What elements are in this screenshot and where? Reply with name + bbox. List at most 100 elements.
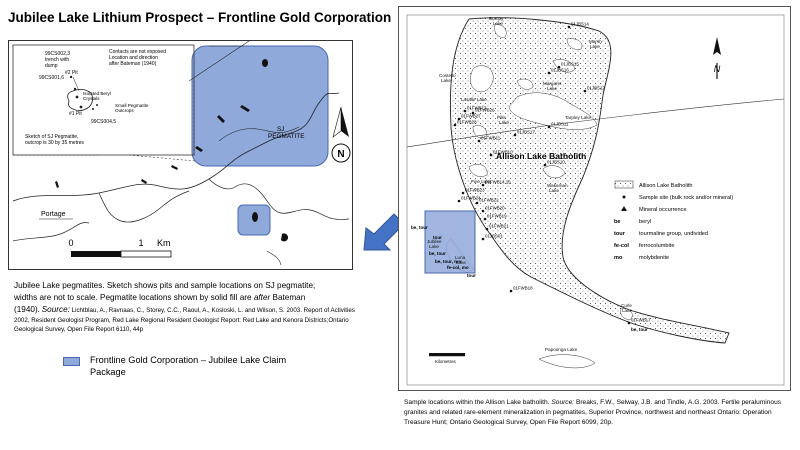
sketch-map-panel: 99CS002,3 trench with dump 99CS001,6 #2 … [8,40,353,270]
svg-text:N: N [714,64,721,74]
batholith-label: Allison Lake Batholith [496,151,586,161]
sample-site-dot [475,201,479,205]
inset-label-small: Small Pegmatite [115,103,149,108]
sample-site-label: 01FWB27 [461,114,481,119]
sample-sites: 01JBS1401JBS1501JBS1601JBS1201FWB2601FWB… [411,22,651,333]
svg-text:Outcrops: Outcrops [115,108,134,113]
svg-text:Allison Lake Batholith: Allison Lake Batholith [639,183,693,189]
sample-site-label: 01FWB20 [485,206,505,211]
north-arrow-icon: N [331,106,351,163]
sample-site-label: 01FWB13 [467,106,487,111]
svg-text:Lake: Lake [456,260,466,265]
sample-site-dot [463,109,467,113]
svg-text:Lake: Lake [429,244,439,249]
north-label: N [337,149,344,160]
svg-text:Location and direction: Location and direction [109,55,158,61]
regional-map-caption: Sample locations within the Allison Lake… [404,399,782,426]
sample-site-label: 01JBS10 [547,160,565,165]
claim-package-legend: Frontline Gold Corporation – Jubilee Lak… [63,355,320,379]
sample-site-dot [489,153,493,157]
svg-text:Tarpley Lake: Tarpley Lake [565,115,591,120]
svg-text:Kilometres: Kilometres [435,359,457,364]
svg-text:dump: dump [45,63,58,69]
sample-site-label: 01JBS14 [571,22,589,27]
portage-label: Portage [41,211,66,218]
sample-site-dot [513,133,517,137]
svg-text:Marsh: Marsh [589,39,602,44]
sample-site-dot [483,217,487,221]
svg-text:tourmaline group, undivided: tourmaline group, undivided [639,231,708,237]
north-arrow-icon: N [713,37,721,79]
claim-package-legend-label: Frontline Gold Corporation – Jubilee Lak… [90,355,287,377]
inset-label-s1: 99CS001,6 [39,75,64,81]
left-caption-line1: Jubilee Lake pegmatites. Sketch shows pi… [14,281,316,290]
sample-site-label: 01FWB10 [493,150,513,155]
svg-text:beryl: beryl [639,219,651,225]
sample-site-label: 01FWB22 [479,198,499,203]
svg-text:outcrop is 30 by 35 metres: outcrop is 30 by 35 metres [25,140,84,146]
sample-site-dot [543,163,547,167]
mineral-occurrence-label: tour [467,273,476,278]
sample-site-label: 01FWB24 [461,196,481,201]
sample-site-dot [457,117,461,121]
sample-site-dot [481,183,485,187]
slide-title: Jubilee Lake Lithium Prospect – Frontlin… [8,10,392,25]
svg-text:Mineral occurrence: Mineral occurrence [639,207,687,213]
mineral-occurrence-label: be, tour, mo [435,259,461,264]
inset-label-dump: 99CS002,3 [45,51,70,57]
pegmatite-outline [67,89,93,111]
sketch-map-svg: 99CS002,3 trench with dump 99CS001,6 #2 … [12,41,351,266]
svg-text:Lasalle Lake: Lasalle Lake [461,97,487,102]
svg-text:Lake: Lake [549,188,559,193]
sample-site-label: 01FWB21 [489,224,509,229]
svg-text:Lake: Lake [622,308,632,313]
scale-one: 1 [138,238,143,248]
svg-text:tour: tour [614,231,626,237]
inset-label-sketch: Sketch of SJ Pegmatite, [25,134,78,140]
svg-text:Lake: Lake [493,21,503,26]
regional-map-svg: N Allison Lake Batholith Bumpy Lake Mars… [406,14,785,386]
claim-package-overlay [424,210,476,274]
svg-text:Bumpy: Bumpy [489,16,504,21]
svg-text:be: be [614,219,621,225]
mineral-occurrence-label: tour [433,235,442,240]
svg-text:trench with: trench with [45,57,69,63]
mineral-occurrence-label: be, tour [631,327,648,332]
regional-map-panel: N Allison Lake Batholith Bumpy Lake Mars… [398,6,791,391]
regional-map-legend: Allison Lake Batholith Sample site (bulk… [614,180,733,261]
svg-text:Papoonga Lake: Papoonga Lake [545,347,578,352]
svg-text:mo: mo [614,255,623,261]
inset-label-contacts: Contacts are not exposed [109,49,166,55]
left-caption-source: (1940). Source: Lichtblau, A., Ravnaas, … [14,304,355,334]
sample-site-dot [471,111,475,115]
sample-site-label: 01FWB19 [487,214,507,219]
sample-site-dot [461,191,465,195]
left-caption-line2: widths are not to scale. Pegmatite locat… [14,292,306,302]
inset-frame [12,44,195,156]
svg-text:Luna: Luna [455,255,466,260]
sample-site-label: 01FWB17 [631,318,651,323]
sample-site-label: 01FWB18 [513,286,533,291]
sample-site-label: 01JBS17 [517,130,535,135]
svg-text:Margaret: Margaret [543,81,562,86]
claim-package-swatch [63,357,80,366]
svg-text:Lake: Lake [590,44,600,49]
sample-site-dot [567,25,571,29]
svg-text:Fine Lake: Fine Lake [471,179,492,184]
svg-text:Sample site (bulk rock and/or: Sample site (bulk rock and/or mineral) [639,195,733,201]
sample-site-dot [485,227,489,231]
sample-site-label: 01JBS12 [587,86,605,91]
inset-label-pit2: #2 Pit [65,70,78,76]
svg-text:Costello: Costello [439,73,456,78]
svg-text:Wakeman: Wakeman [547,183,568,188]
svg-text:Lake: Lake [499,120,509,125]
svg-text:Jubilee: Jubilee [427,239,442,244]
svg-text:ferrocolumbite: ferrocolumbite [639,243,674,249]
inset-label-pit1: #1 Pit [69,111,82,117]
sample-site-dot [627,321,631,325]
sample-site-label: 01FWB14,15 [485,180,511,185]
sample-site-dot [557,65,561,69]
sample-site-dot [547,125,551,129]
sample-site-label: 01FWB26 [475,108,495,113]
svg-text:PEGMATITE: PEGMATITE [268,133,304,140]
